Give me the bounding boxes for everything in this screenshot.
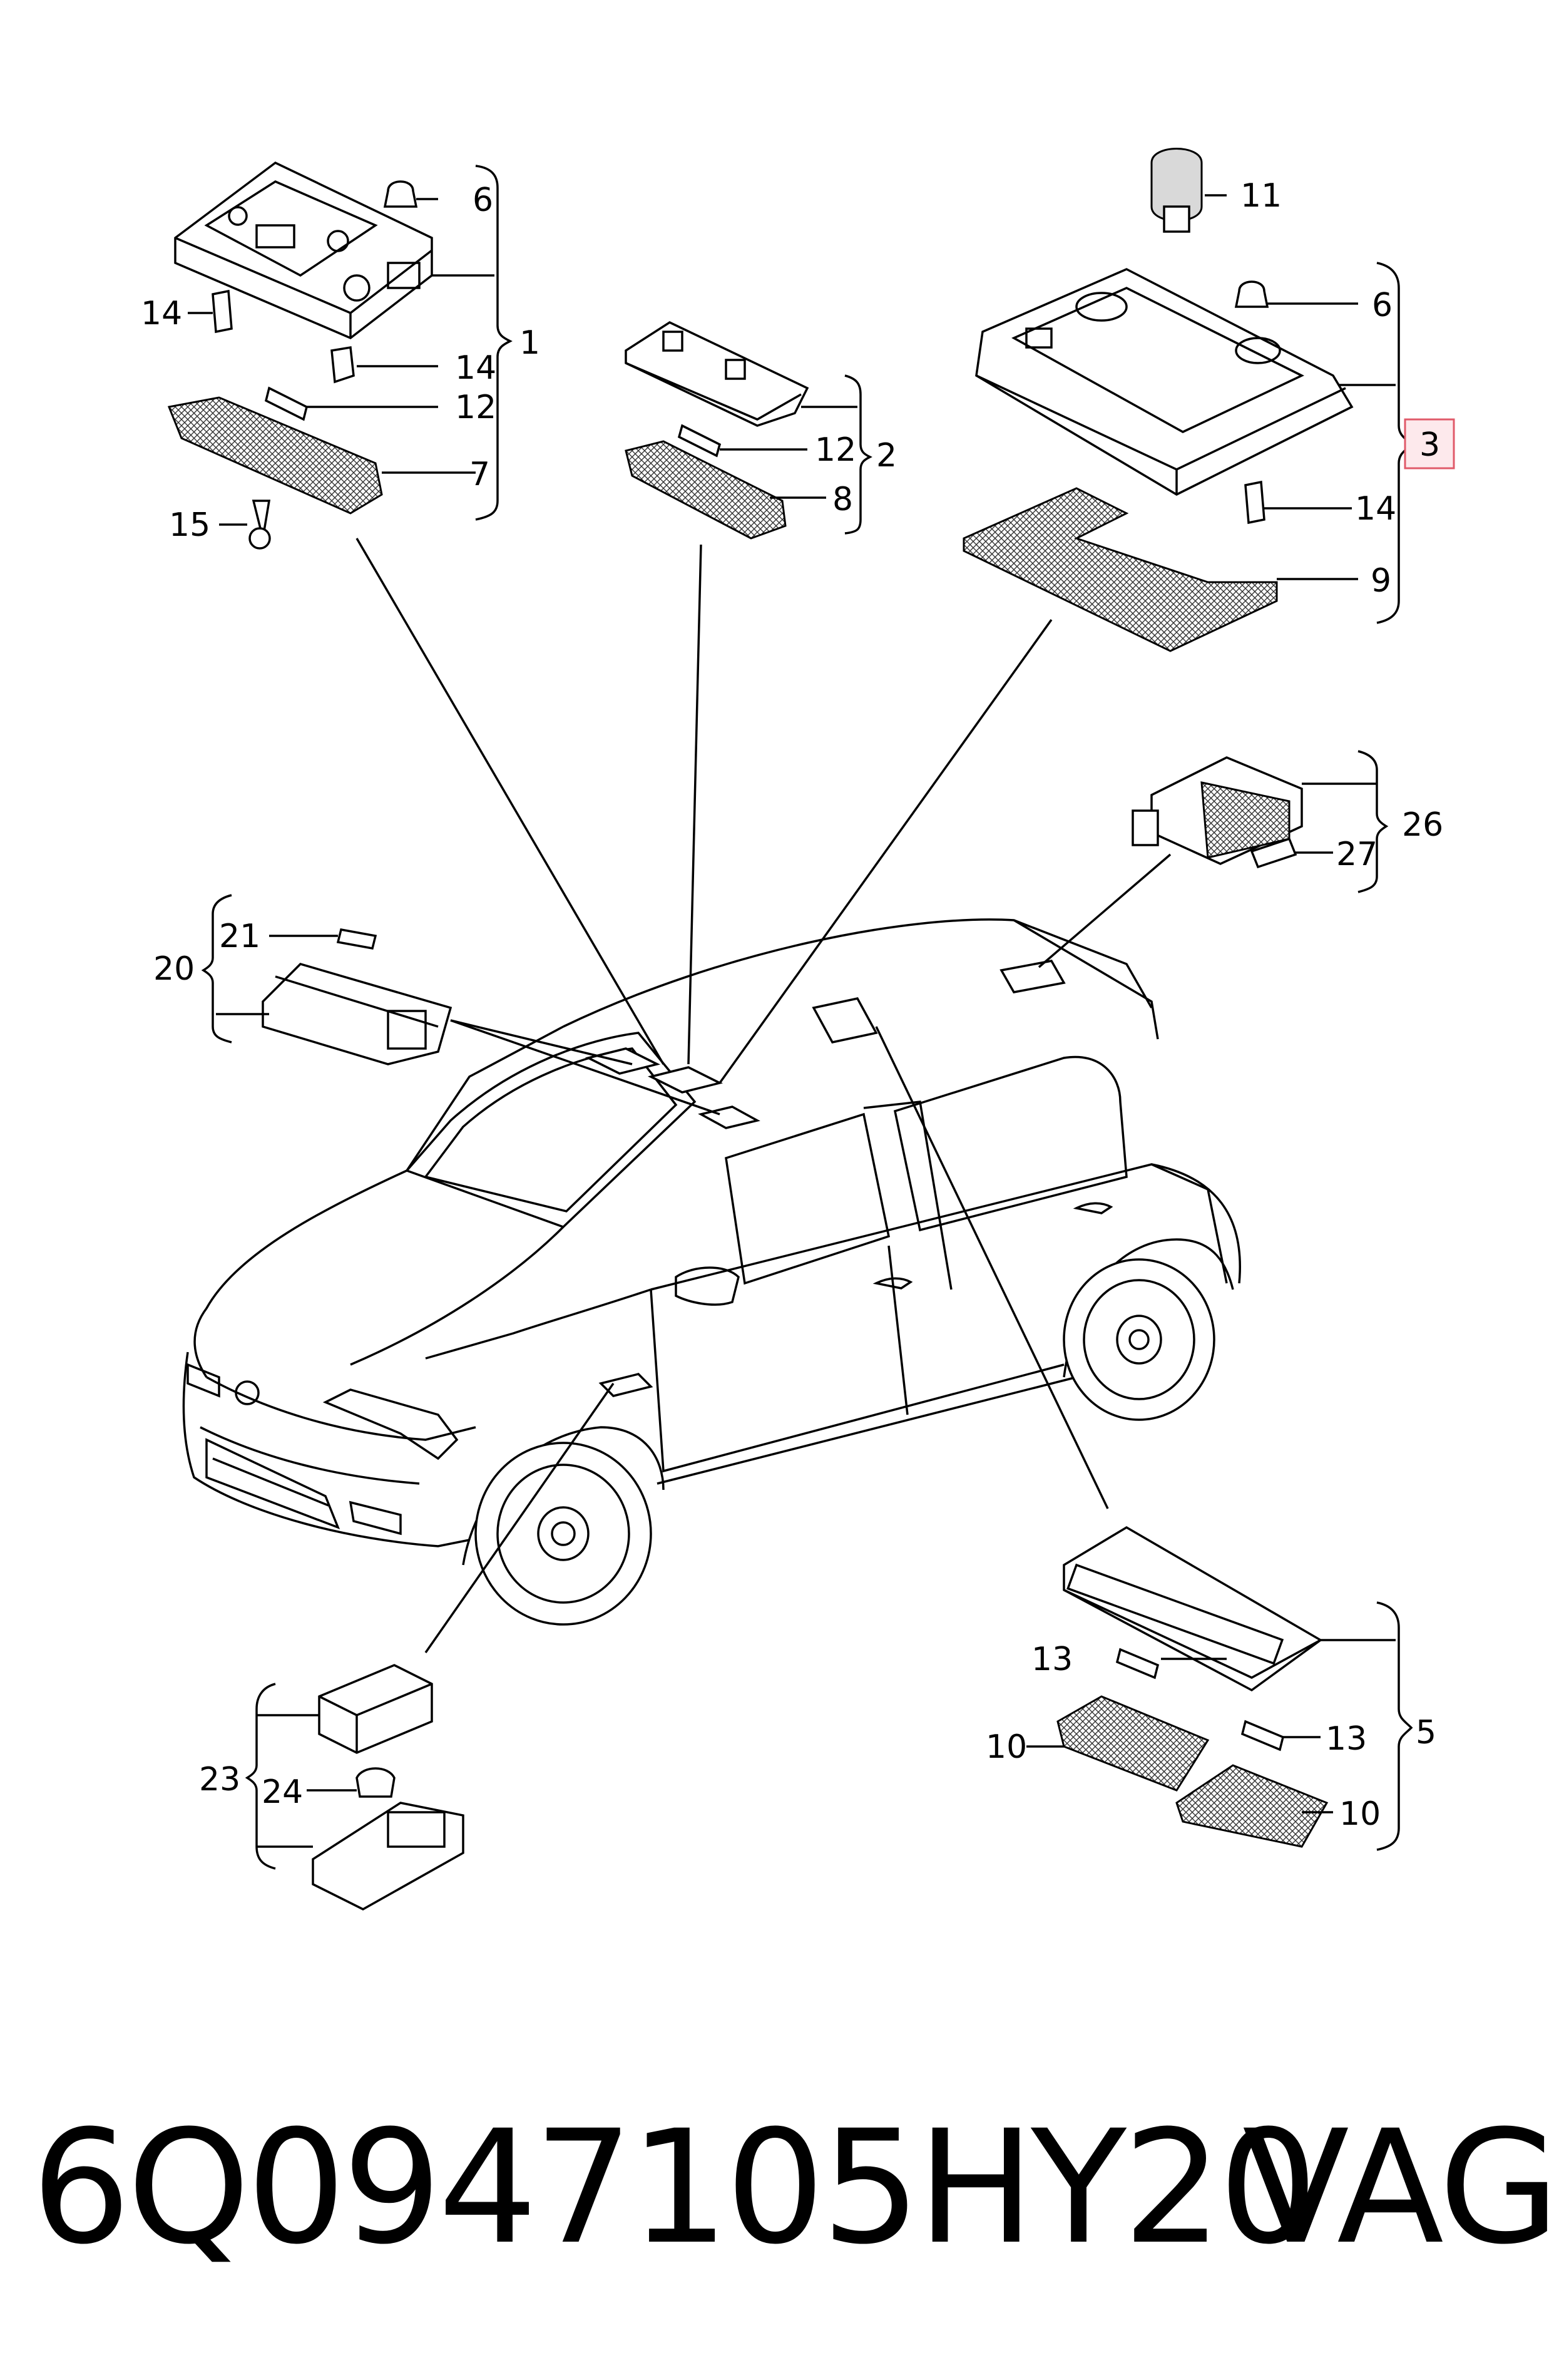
part-3-roof-console — [963, 148, 1354, 652]
label-21: 21 — [219, 918, 260, 955]
part-26-luggage-light — [1132, 756, 1303, 869]
label-6-right: 6 — [1372, 287, 1393, 324]
label-5: 5 — [1416, 1714, 1436, 1752]
label-15: 15 — [169, 506, 210, 544]
part-1-interior-light-front — [167, 161, 433, 550]
label-3-highlight — [1404, 418, 1455, 469]
label-3: 3 — [1419, 426, 1440, 464]
label-20: 20 — [153, 950, 195, 988]
label-26: 26 — [1402, 806, 1443, 844]
label-12-center: 12 — [815, 431, 856, 469]
label-8: 8 — [832, 481, 853, 518]
part-23-glovebox-light — [312, 1664, 464, 1911]
label-10-left: 10 — [986, 1728, 1027, 1766]
label-1: 1 — [519, 324, 540, 362]
label-11: 11 — [1240, 177, 1282, 215]
car-illustration — [182, 918, 1241, 1626]
label-27: 27 — [1336, 836, 1378, 873]
label-7: 7 — [469, 456, 490, 493]
label-2: 2 — [876, 437, 897, 474]
leader-lines — [355, 538, 1172, 1654]
label-6-left: 6 — [473, 182, 493, 219]
part-number: 6Q0947105HY20 — [31, 2096, 1318, 2279]
label-14-center: 14 — [455, 349, 496, 387]
label-24: 24 — [262, 1773, 303, 1811]
label-13-left: 13 — [1031, 1641, 1073, 1678]
part-20-door-light — [262, 928, 452, 1065]
label-23: 23 — [199, 1761, 240, 1798]
part-2-reading-light — [625, 321, 809, 540]
callout-labels: 1 6 14 14 12 7 15 2 12 8 11 6 3 14 9 26 … — [141, 177, 1455, 1833]
label-12-left: 12 — [455, 389, 496, 426]
label-9: 9 — [1371, 562, 1391, 600]
label-14-right: 14 — [1355, 490, 1396, 528]
brand-name: VAG — [1242, 2096, 1559, 2279]
label-14-left: 14 — [141, 295, 182, 332]
label-13-right: 13 — [1326, 1720, 1367, 1758]
label-leaders — [188, 194, 1396, 1848]
part-5-rear-interior-light — [1056, 1526, 1329, 1848]
label-10-right: 10 — [1339, 1795, 1381, 1833]
